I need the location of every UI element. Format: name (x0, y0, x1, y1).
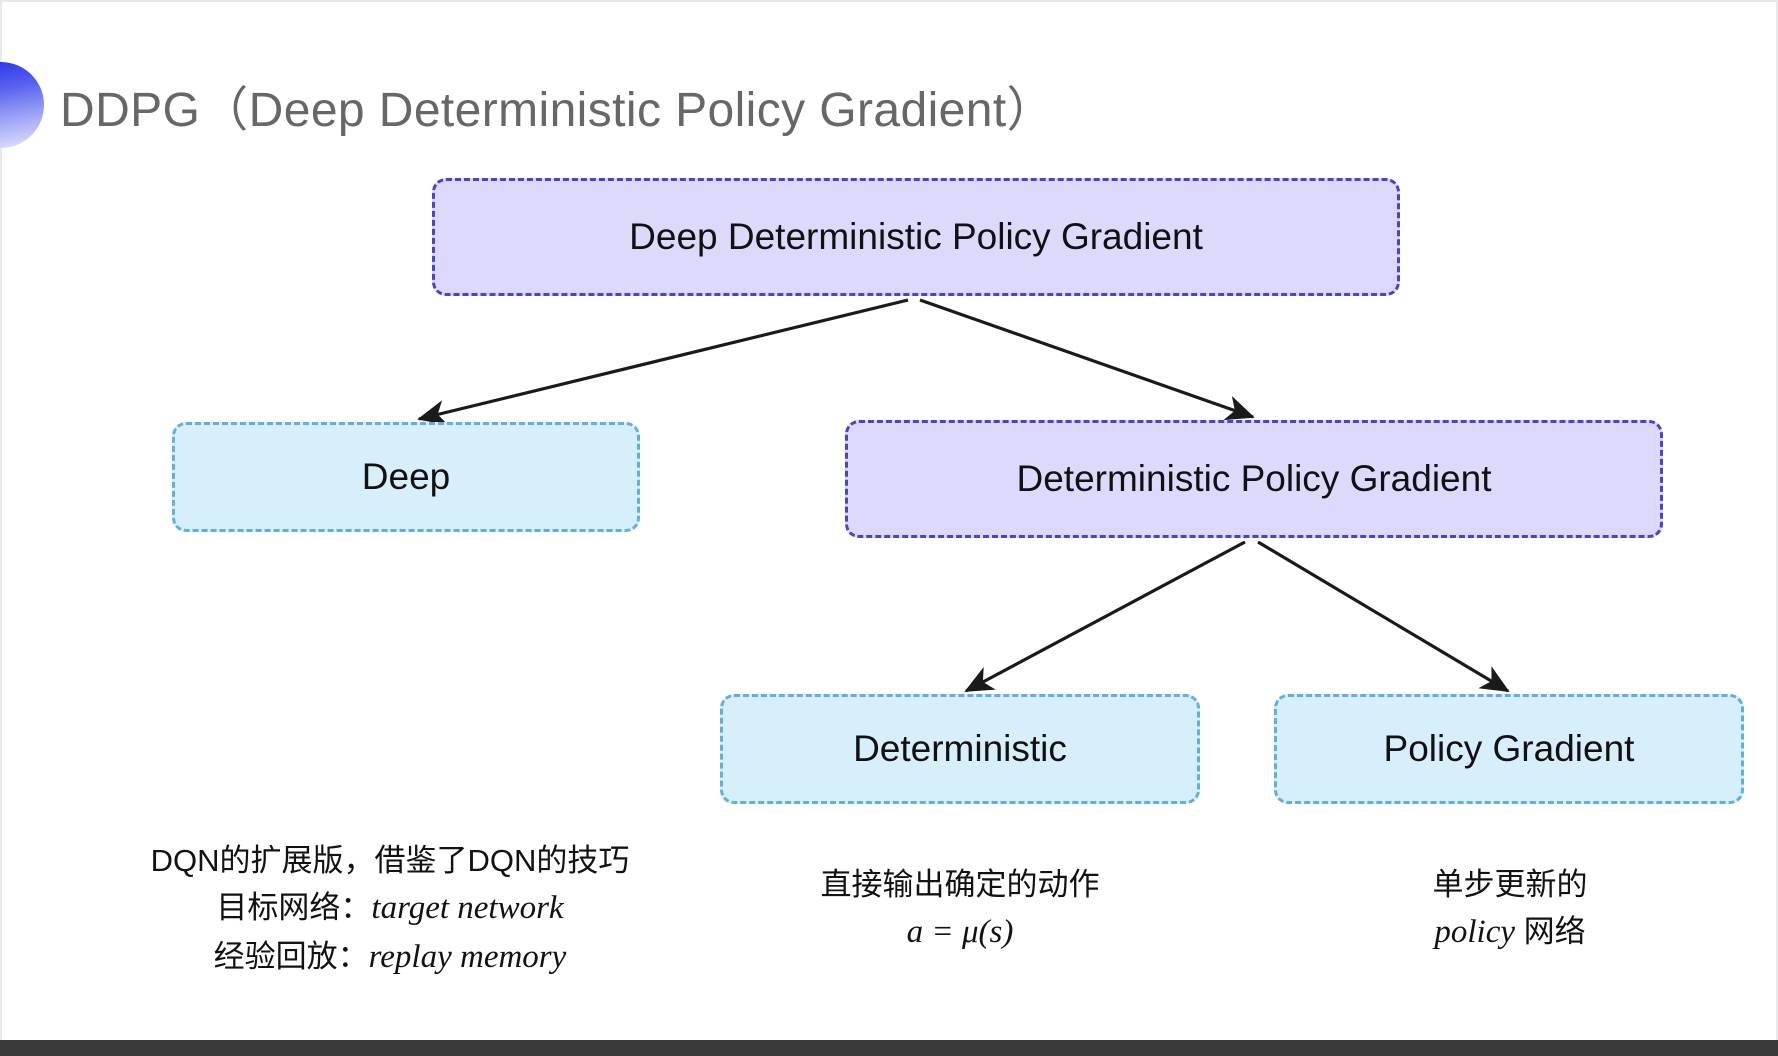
annotation-deep-line3: 经验回放：replay memory (120, 933, 660, 982)
annotation-deep-line2: 目标网络：target network (120, 884, 660, 933)
annotation-policy-gradient-line2: policy 网络 (1300, 908, 1720, 957)
annotation-deep-line1: DQN的扩展版，借鉴了DQN的技巧 (150, 843, 630, 878)
annotation-policy-gradient-suffix: 网络 (1515, 913, 1586, 949)
slide-border-left (0, 0, 2, 1056)
gradient-半圆-bullet-icon (0, 62, 44, 148)
annotation-deterministic: 直接输出确定的动作 a = μ(s) (740, 862, 1180, 957)
slide-title-row: DDPG（Deep Deterministic Policy Gradient） (0, 62, 1055, 148)
annotation-deep-line2-label: 目标网络： (216, 889, 372, 925)
edge-dpg-to-pg (1257, 540, 1510, 693)
annotation-deep: DQN的扩展版，借鉴了DQN的技巧 目标网络：target network 经验… (120, 838, 660, 982)
node-deep-deterministic-policy-gradient[interactable]: Deep Deterministic Policy Gradient (432, 178, 1400, 296)
node-deterministic-policy-gradient[interactable]: Deterministic Policy Gradient (845, 420, 1663, 538)
edge-root-to-deep (417, 298, 909, 426)
annotation-deterministic-line1: 直接输出确定的动作 (820, 867, 1100, 902)
annotation-deep-line2-term: target network (371, 889, 564, 926)
slide-border-top (0, 0, 1778, 2)
node-label: Deep Deterministic Policy Gradient (629, 215, 1203, 257)
annotation-deep-line3-term: replay memory (368, 938, 567, 975)
slide-border-bottom (0, 1040, 1778, 1056)
node-deep[interactable]: Deep (172, 422, 640, 532)
node-label: Deterministic Policy Gradient (1016, 457, 1492, 499)
slide-border-right (1776, 0, 1778, 1056)
page-title: DDPG（Deep Deterministic Policy Gradient） (60, 84, 1055, 137)
edge-root-to-dpg (919, 298, 1255, 421)
node-policy-gradient[interactable]: Policy Gradient (1274, 694, 1744, 804)
node-label: Deep (361, 455, 451, 497)
annotation-policy-gradient-line1: 单步更新的 (1432, 867, 1588, 902)
node-label: Deterministic (853, 727, 1067, 769)
annotation-deep-line3-label: 经验回放： (213, 938, 369, 974)
node-label: Policy Gradient (1383, 727, 1635, 769)
node-deterministic[interactable]: Deterministic (720, 694, 1200, 804)
annotation-policy-gradient-term: policy (1434, 913, 1515, 950)
edge-dpg-to-det (964, 540, 1246, 693)
annotation-policy-gradient: 单步更新的 policy 网络 (1300, 862, 1720, 957)
annotation-deterministic-formula: a = μ(s) (906, 913, 1014, 950)
